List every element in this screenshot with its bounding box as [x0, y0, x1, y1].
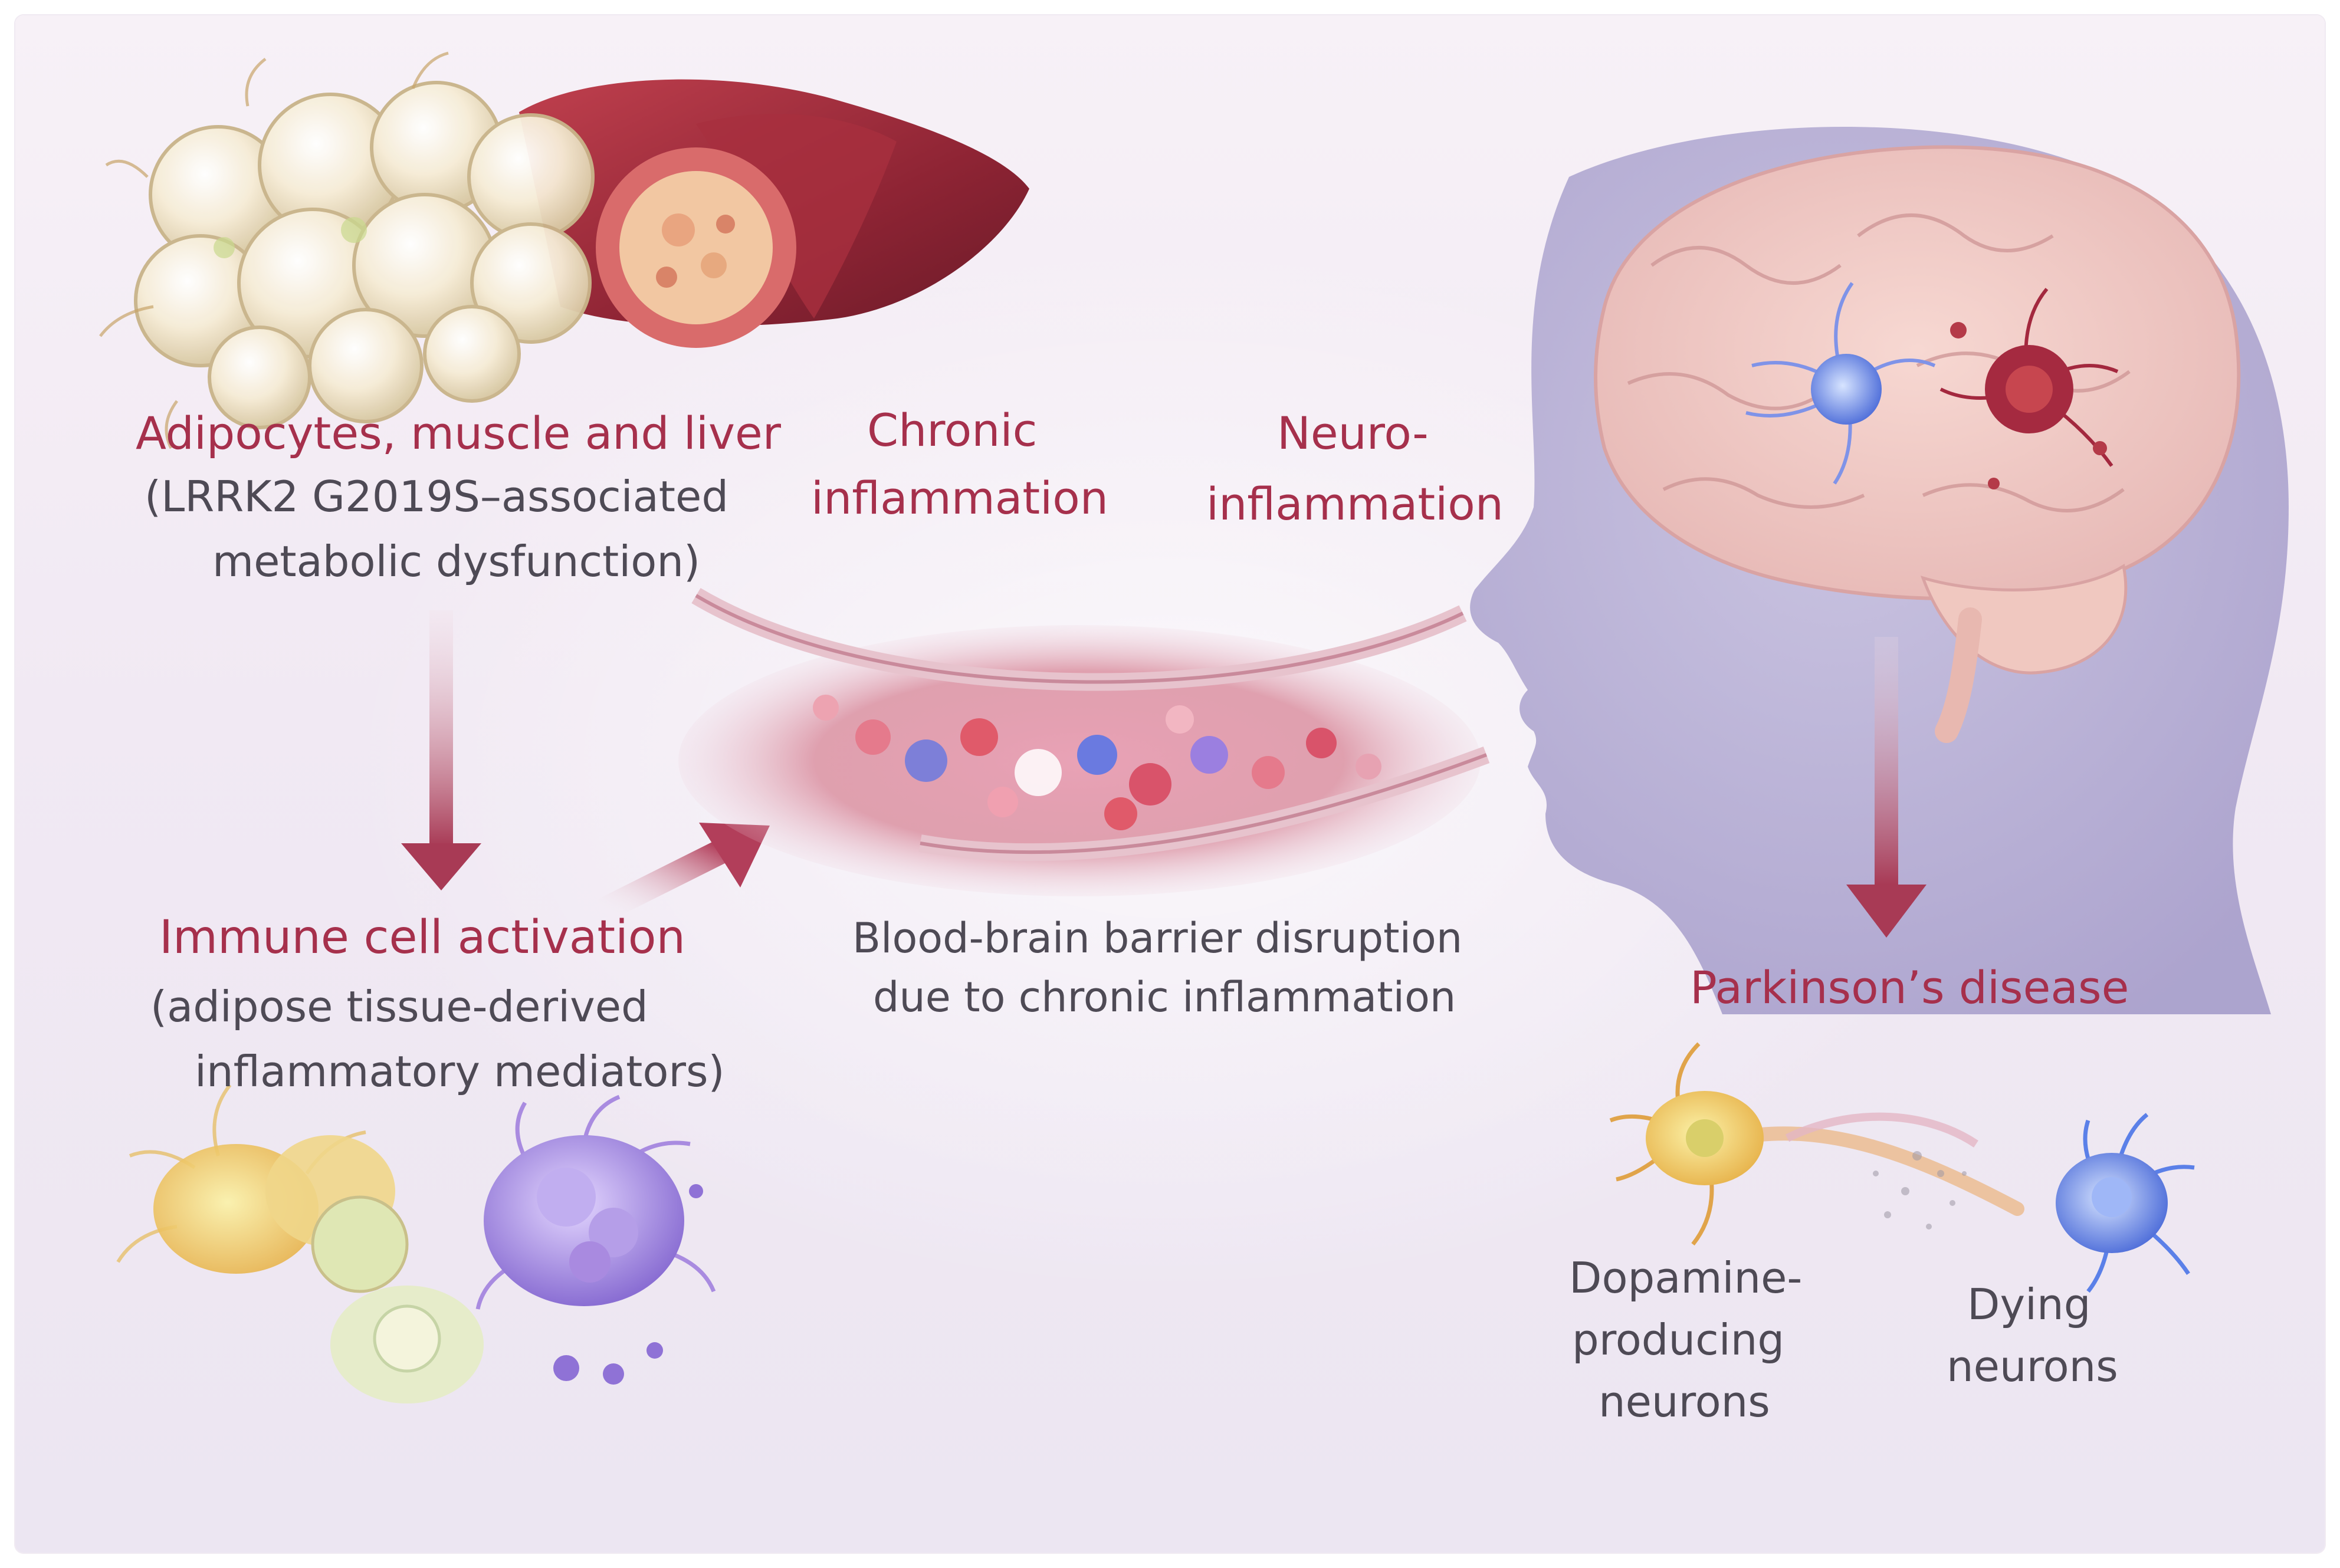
arrow-brain-to-pd [1846, 637, 1927, 938]
neuroinflammation-line1: Neuro- [1277, 407, 1429, 459]
neuroinflammation-line2: inflammation [1206, 478, 1504, 530]
head-silhouette [1470, 127, 2289, 1014]
pd-title: Parkinson’s disease [1690, 961, 2129, 1014]
dopamine-neurons-line1: Dopamine- [1569, 1253, 1803, 1303]
dying-neurons-line2: neurons [1947, 1342, 2118, 1391]
chronic-inflammation-line1: Chronic [867, 404, 1038, 456]
immune-title: Immune cell activation [159, 911, 685, 964]
immune-subtitle-line2: inflammatory mediators) [195, 1047, 725, 1096]
dopamine-neurons-line3: neurons [1599, 1377, 1770, 1426]
blood-vessel-illustration [678, 588, 1490, 896]
chronic-inflammation-line2: inflammation [811, 472, 1108, 524]
arrow-tissues-to-immune [401, 610, 481, 890]
immune-subtitle-line1: (adipose tissue-derived [150, 982, 648, 1031]
tissues-subtitle-line1: (LRRK2 G2019S–associated [145, 472, 729, 521]
tissues-title: Adipocytes, muscle and liver [136, 407, 781, 459]
bbb-caption-line2: due to chronic inflammation [873, 973, 1456, 1021]
adipocyte-liver-illustration [99, 51, 1029, 449]
tissues-subtitle-line2: metabolic dysfunction) [212, 537, 701, 586]
bbb-caption-line1: Blood-brain barrier disruption [852, 914, 1463, 962]
pd-neurons-illustration [1609, 1042, 2195, 1293]
dopamine-neurons-line2: producing [1572, 1315, 1785, 1365]
immune-cells-illustration [116, 1084, 716, 1403]
dying-neurons-line1: Dying [1967, 1280, 2091, 1329]
